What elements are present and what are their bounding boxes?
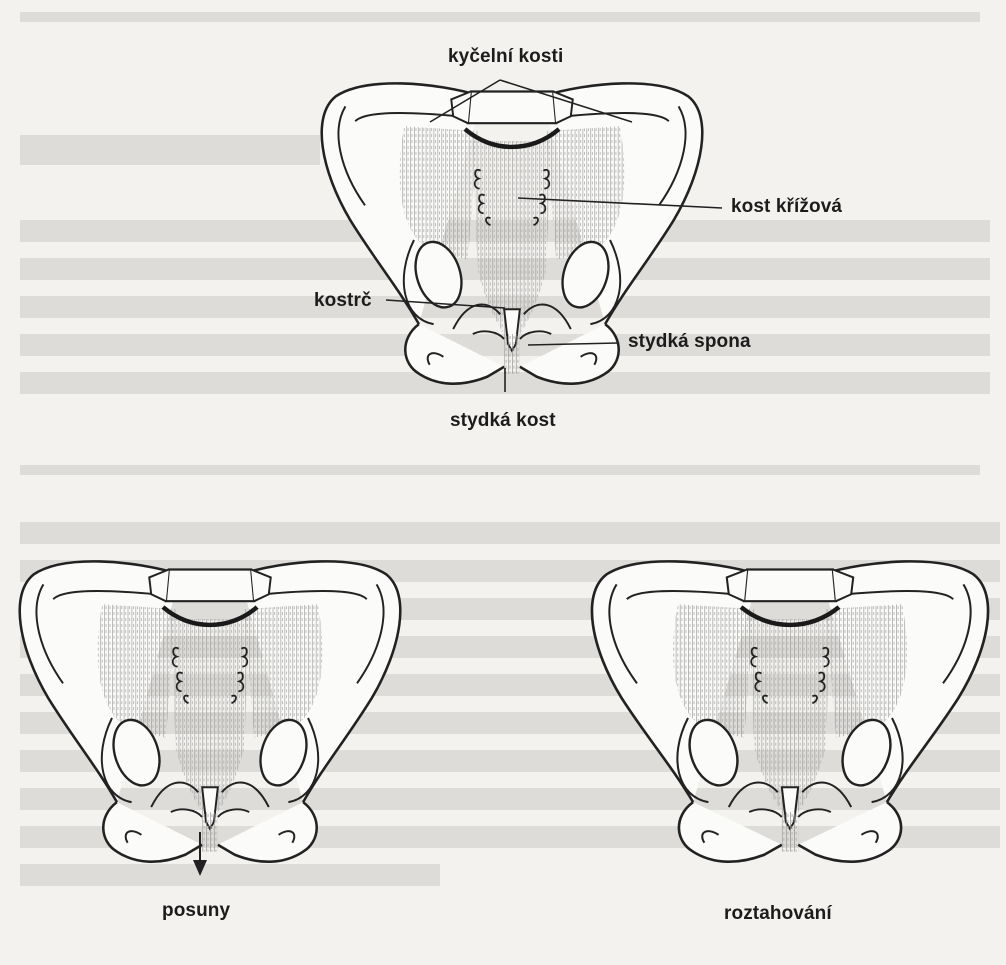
label-sacrum: kost křížová <box>731 196 842 218</box>
label-stretching: roztahování <box>724 903 832 925</box>
label-pubic-bone: stydká kost <box>450 410 556 432</box>
label-shifts: posuny <box>162 900 230 922</box>
label-pubic-symphysis: stydká spona <box>628 331 751 353</box>
label-coccyx: kostrč <box>314 290 372 312</box>
label-hip-bones: kyčelní kosti <box>448 46 563 68</box>
